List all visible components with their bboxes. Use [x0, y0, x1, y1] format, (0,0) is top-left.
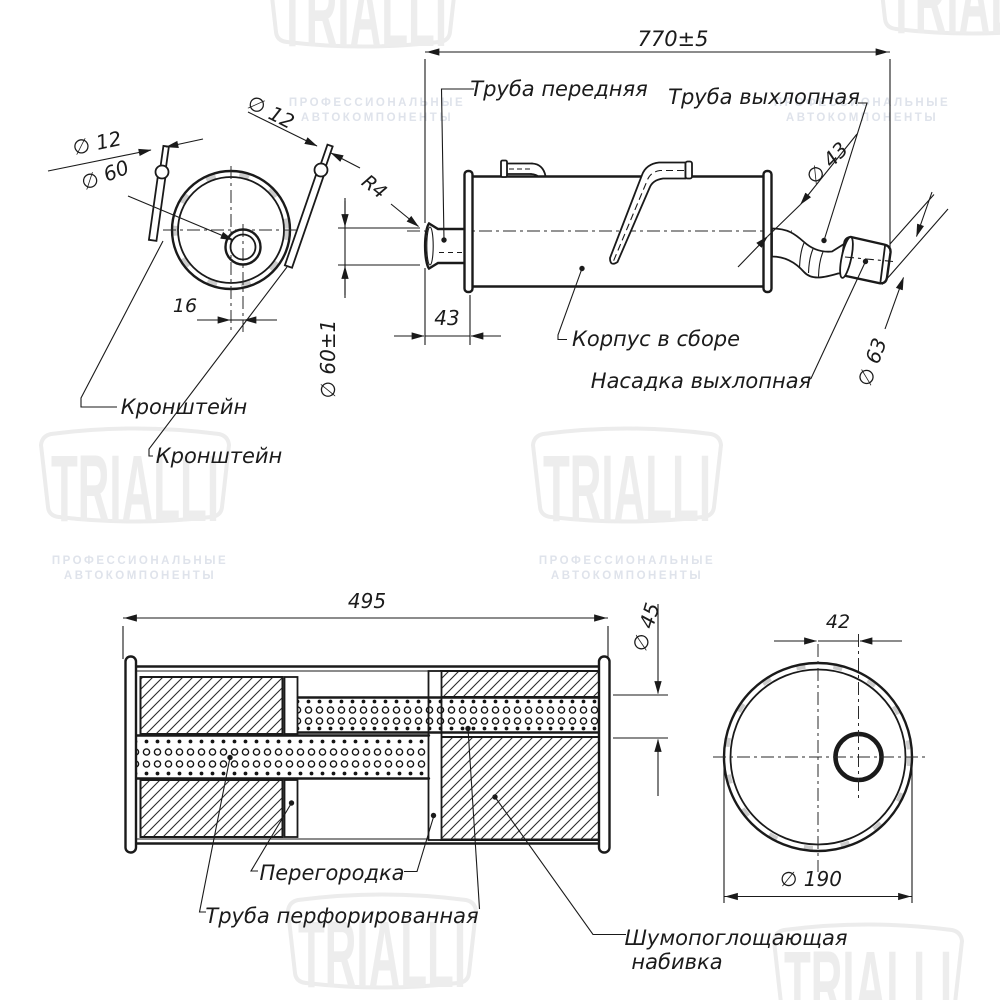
- watermark-brand-text: TRIALLI: [298, 902, 466, 1000]
- stuffing-block: [440, 736, 600, 841]
- front-view-dimensions: [47, 111, 361, 457]
- hanger-hook: [500, 159, 547, 178]
- watermark-brand-text: TRIALLI: [784, 932, 952, 1000]
- label-perforated-pipe: Труба перфорированная: [205, 904, 479, 928]
- dim-dia60-1: ∅ 60±1: [316, 319, 340, 399]
- trialli-logo-watermark: TRIALLI: [38, 426, 232, 538]
- stuffing-block: [139, 779, 284, 838]
- partition-plate: [283, 676, 299, 735]
- section-dimensions: [613, 604, 668, 796]
- watermark-tagline: ПРОФЕССИОНАЛЬНЫЕ АВТОКОМПОНЕНТЫ: [532, 554, 722, 584]
- label-stuffing-line2: набивка: [631, 950, 723, 974]
- bracket-rod-left: [147, 144, 170, 242]
- end-view-dimensions: [723, 637, 913, 903]
- dim-dia190: ∅ 190: [780, 867, 842, 891]
- watermark-tagline-line1: ПРОФЕССИОНАЛЬНЫЕ: [51, 555, 229, 567]
- watermark-tagline-line2: АВТОКОМПОНЕНТЫ: [550, 570, 704, 582]
- watermark-tagline: ПРОФЕССИОНАЛЬНЫЕ АВТОКОМПОНЕНТЫ: [45, 554, 235, 584]
- label-partition: Перегородка: [259, 861, 405, 885]
- dim-offset42: 42: [825, 611, 851, 633]
- hanger-rod: [609, 160, 693, 265]
- side-view: [338, 48, 949, 381]
- watermark-brand-text: TRIALLI: [51, 436, 219, 538]
- watermark-tagline: ПРОФЕССИОНАЛЬНЫЕ АВТОКОМПОНЕНТЫ: [282, 96, 472, 126]
- end-view: [713, 634, 926, 903]
- watermark-tagline-line2: АВТОКОМПОНЕНТЫ: [300, 112, 454, 124]
- label-stuffing-line1: Шумопоглощающая: [624, 926, 848, 950]
- dim-offset16: 16: [172, 295, 198, 317]
- dim-offset43: 43: [434, 306, 460, 330]
- partition-plate: [283, 779, 299, 838]
- dim-length770: 770±5: [637, 27, 709, 51]
- dim-length495: 495: [347, 589, 387, 613]
- trialli-logo-watermark: TRIALLI: [771, 922, 965, 1000]
- trialli-logo-watermark: TRIALLI: [530, 426, 724, 538]
- bracket-rod-right: [283, 143, 334, 269]
- label-body-assembly: Корпус в сборе: [571, 327, 741, 351]
- perforated-pipe-center: [134, 734, 431, 780]
- perforated-pipe-outlet: [296, 696, 601, 734]
- trialli-logo-watermark: TRIALLI: [270, 0, 456, 63]
- front-view: [47, 111, 361, 457]
- section-leaders: [198, 725, 626, 936]
- label-bracket-2: Кронштейн: [155, 444, 283, 468]
- watermark-brand-text: TRIALLI: [543, 436, 711, 538]
- section-view: [122, 604, 668, 936]
- label-front-pipe: Труба передняя: [470, 77, 648, 101]
- trialli-logo-watermark: TRIALLI: [880, 0, 1000, 50]
- label-exhaust-pipe: Труба выхлопная: [668, 85, 860, 109]
- side-view-dimensions: [338, 48, 949, 345]
- label-exhaust-tip: Насадка выхлопная: [590, 369, 812, 393]
- label-bracket-1: Кронштейн: [120, 395, 248, 419]
- stuffing-block: [139, 676, 284, 735]
- watermark-brand-text: TRIALLI: [888, 0, 1000, 50]
- watermark-tagline-line2: АВТОКОМПОНЕНТЫ: [785, 112, 939, 124]
- side-view-leaders: [440, 88, 869, 381]
- watermark-tagline-line1: ПРОФЕССИОНАЛЬНЫЕ: [538, 555, 716, 567]
- stuffing-block: [440, 670, 600, 698]
- watermark-brand-text: TRIALLI: [279, 0, 447, 63]
- exhaust-pipe: [771, 227, 894, 285]
- watermark-tagline-line1: ПРОФЕССИОНАЛЬНЫЕ: [288, 97, 466, 109]
- watermark-tagline-line2: АВТОКОМПОНЕНТЫ: [63, 570, 217, 582]
- trialli-logo-watermark: TRIALLI: [285, 892, 479, 1000]
